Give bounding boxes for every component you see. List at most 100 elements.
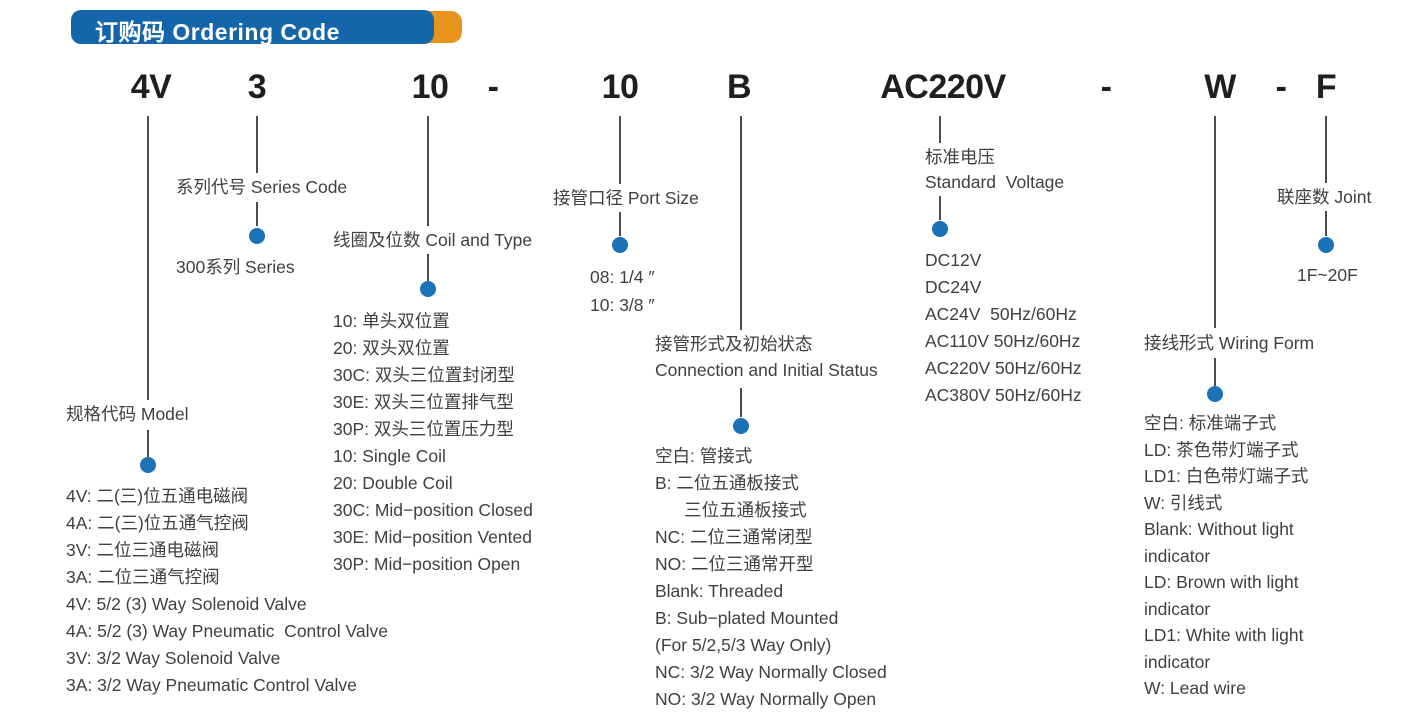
connector-line [740,388,742,417]
column-label: 系列代号 Series Code [176,177,348,197]
page-title: 订购码 Ordering Code [95,19,340,45]
list-item: B: Sub−plated Mounted [655,608,839,628]
list-item: LD1: White with light [1144,625,1304,645]
code-segment-connection: B [726,68,752,106]
list-item: 3A: 二位三通气控阀 [66,567,220,587]
list-item: 30C: 双头三位置封闭型 [333,365,515,385]
list-item: 4A: 5/2 (3) Way Pneumatic Control Valve [66,621,388,641]
code-segment-joint: F [1315,68,1337,106]
list-item: (For 5/2,5/3 Way Only) [655,635,832,655]
list-item: 4V: 二(三)位五通电磁阀 [66,486,249,506]
list-item: 三位五通板接式 [655,500,807,520]
connector-dot [612,237,628,253]
list-item: DC12V [925,250,982,270]
connector-dot [140,457,156,473]
column-label-en: Standard Voltage [925,172,1065,192]
list-item: LD: 茶色带灯端子式 [1144,439,1299,460]
list-item: 3V: 3/2 Way Solenoid Valve [66,648,281,668]
option-list-series: 300系列 Series [176,254,295,281]
list-item: AC220V 50Hz/60Hz [925,358,1082,378]
connector-line [147,116,149,400]
header-bar [71,10,434,44]
connector-dot [733,418,749,434]
column-label: 规格代码 Model [66,404,189,424]
connector-dot [932,221,948,237]
connector-line [1325,211,1327,236]
list-item: DC24V [925,277,982,297]
list-item: B: 二位五通板接式 [655,473,799,493]
column-label: 接线形式 Wiring Form [1144,333,1315,353]
connector-line [619,116,621,184]
list-item: 1F~20F [1297,265,1358,285]
option-list-connection: 空白: 管接式 B: 二位五通板接式 三位五通板接式 NC: 二位三通常闭型 NO: … [655,443,887,713]
column-label: 接管口径 Port Size [553,188,699,208]
list-item: 08: 1/4 ″ [590,267,655,287]
option-list-coil: 10: 单头双位置 20: 双头双位置 30C: 双头三位置封闭型 30E: 双头三位… [333,308,533,578]
code-segment-model: 4V [130,68,172,106]
list-item: 30C: Mid−position Closed [333,500,533,520]
list-item: AC380V 50Hz/60Hz [925,385,1082,405]
list-item: indicator [1144,598,1211,619]
list-item: 4V: 5/2 (3) Way Solenoid Valve [66,594,307,614]
code-dash-1: - [487,68,499,106]
connector-line [256,116,258,173]
list-item: 300系列 Series [176,257,295,277]
connector-line [1214,116,1216,328]
list-item: 4A: 二(三)位五通气控阀 [66,513,249,533]
list-item: W: 引线式 [1144,492,1223,513]
code-segment-port: 10 [601,68,639,106]
list-item: LD: Brown with light [1144,572,1299,592]
code-segment-voltage: AC220V [880,68,1006,106]
column-label-en: Connection and Initial Status [655,360,878,380]
list-item: 10: 3/8 ″ [590,295,655,315]
code-segment-wiring: W [1204,68,1236,106]
list-item: 30P: Mid−position Open [333,554,521,574]
list-item: 空白: 管接式 [655,446,753,466]
list-item: 3A: 3/2 Way Pneumatic Control Valve [66,675,357,695]
list-item: 10: 单头双位置 [333,311,450,331]
list-item: AC24V 50Hz/60Hz [925,304,1077,324]
list-item: 10: Single Coil [333,446,446,466]
connector-line [427,116,429,226]
list-item: 30E: Mid−position Vented [333,527,532,547]
list-item: AC110V 50Hz/60Hz [925,331,1081,351]
option-list-joint: 1F~20F [1297,262,1358,289]
connector-dot [249,228,265,244]
column-label-zh: 接管形式及初始状态 [655,334,813,354]
code-segment-coil: 10 [411,68,449,106]
list-item: indicator [1144,651,1211,672]
list-item: NC: 二位三通常闭型 [655,527,813,547]
connector-line [1214,358,1216,386]
list-item: NO: 3/2 Way Normally Open [655,689,877,709]
connector-dot [420,281,436,297]
list-item: 20: 双头双位置 [333,338,450,358]
list-item: 30P: 双头三位置压力型 [333,419,514,439]
option-list-model: 4V: 二(三)位五通电磁阀 4A: 二(三)位五通气控阀 3V: 二位三通电磁阀 3… [66,483,388,699]
connector-dot [1318,237,1334,253]
connector-line [256,202,258,226]
list-item: NC: 3/2 Way Normally Closed [655,662,887,682]
list-item: 3V: 二位三通电磁阀 [66,540,219,560]
list-item: 30E: 双头三位置排气型 [333,392,514,412]
column-label: 线圈及位数 Coil and Type [333,230,533,250]
list-item: 空白: 标准端子式 [1144,413,1277,433]
list-item: Blank: Threaded [655,581,784,601]
list-item: indicator [1144,545,1211,566]
connector-line [1325,116,1327,183]
code-dash-2: - [1100,68,1112,106]
code-dash-3: - [1275,68,1287,106]
column-label-zh: 标准电压 [925,147,995,167]
list-item: NO: 二位三通常开型 [655,554,814,574]
list-item: 20: Double Coil [333,473,453,493]
connector-line [939,196,941,220]
connector-line [147,430,149,457]
option-list-port: 08: 1/4 ″ 10: 3/8 ″ [590,263,655,319]
connector-line [619,212,621,236]
list-item: LD1: 白色带灯端子式 [1144,466,1309,486]
column-label: 联座数 Joint [1277,187,1372,207]
connector-line [740,116,742,330]
connector-line [939,116,941,143]
